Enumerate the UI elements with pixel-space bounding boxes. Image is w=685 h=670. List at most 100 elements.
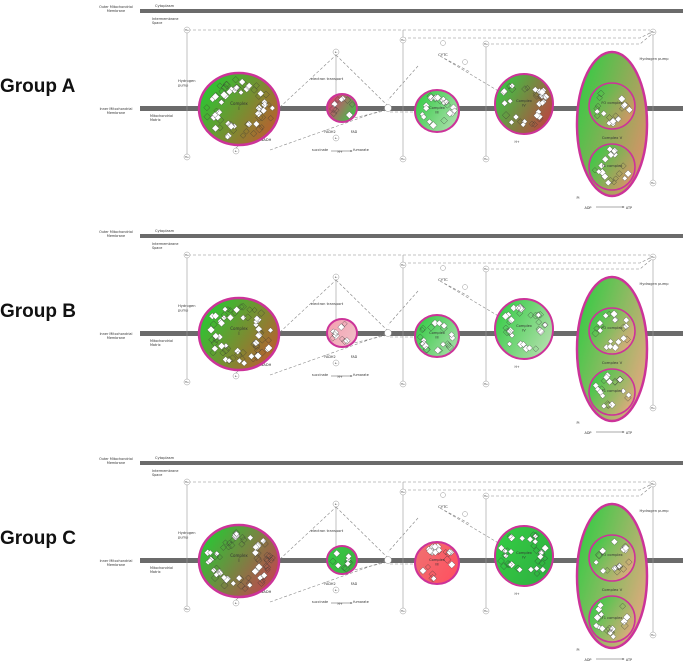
- complex-ii-subunit: [329, 104, 338, 113]
- complex-ii-subunit: [342, 564, 351, 573]
- complex-iii-subunit: [439, 324, 448, 333]
- complex-iv-label: IV: [522, 328, 526, 332]
- f1-complex-subunit: [591, 167, 598, 174]
- complex-iv-subunit: [539, 99, 546, 107]
- complex-i-subunit: [258, 124, 265, 131]
- fo-complex-subunit: [594, 108, 601, 115]
- complex-iii-subunit: [440, 322, 448, 330]
- complex-iv-label: Complex: [516, 551, 533, 555]
- complex-i-subunit: [222, 346, 230, 355]
- complex-ii[interactable]: [326, 318, 358, 348]
- f1-complex-subunit: [619, 162, 627, 170]
- complex-ii[interactable]: [326, 545, 358, 575]
- f1-complex-subunit: [620, 621, 629, 630]
- h-plus-node: H+: [649, 404, 657, 412]
- fo-complex-subunit: [620, 334, 628, 342]
- f1-complex[interactable]: [588, 368, 636, 416]
- complex-iv-subunit: [528, 120, 536, 127]
- fo-complex[interactable]: [588, 82, 636, 130]
- complex-i-subunit: [232, 529, 241, 537]
- complex-i-label: Complex: [230, 101, 248, 106]
- complex-i-subunit: [230, 580, 237, 587]
- complex-i-subunit: [239, 534, 246, 541]
- fad-label: FAD: [351, 130, 358, 134]
- complex-i-subunit: [220, 83, 229, 92]
- fo-complex-subunit: [611, 316, 619, 324]
- complex-i-subunit: [211, 124, 220, 133]
- f1-complex-subunit: [622, 613, 631, 622]
- f1-complex-subunit: [597, 601, 604, 609]
- complex-iii-subunit: [422, 345, 431, 354]
- intermembrane-label: Intermembrane: [152, 17, 178, 21]
- complex-i-label: I: [238, 106, 239, 111]
- complex-i-subunit: [220, 574, 228, 581]
- complex-i-subunit: [210, 567, 217, 574]
- complex-i-subunit: [227, 541, 236, 550]
- complex-iv-subunit: [507, 533, 516, 542]
- group-label: Group A: [0, 76, 76, 97]
- complex-i-subunit: [227, 307, 234, 314]
- complex-i-subunit: [211, 111, 219, 118]
- f1-complex-subunit: [604, 401, 612, 409]
- h-plus-node: H+: [399, 607, 407, 615]
- complex-iii-subunit: [426, 547, 434, 555]
- complex-iv-subunit: [501, 312, 510, 321]
- h-plus-label: H+: [337, 375, 342, 379]
- outer-membrane-label: Membrane: [107, 234, 125, 238]
- h-plus-label: H+: [337, 602, 342, 606]
- f1-complex-subunit: [596, 388, 604, 396]
- fo-complex-subunit: [622, 544, 630, 552]
- complex-ii-subunit: [333, 549, 341, 558]
- h-plus-node-label: H+: [484, 42, 488, 46]
- complex-iv-subunit: [521, 85, 529, 93]
- complex-ii[interactable]: [326, 93, 358, 123]
- complex-i-subunit: [219, 349, 227, 357]
- electron-node-label: e-: [235, 375, 238, 378]
- f1-complex-subunit: [608, 400, 616, 409]
- f1-complex-subunit: [592, 622, 600, 629]
- electron-node-label: e-: [335, 503, 338, 506]
- complex-i-subunit: [267, 115, 274, 122]
- complex-i-subunit: [211, 552, 219, 561]
- complex-i-subunit: [206, 557, 213, 564]
- succinate-label: succinate: [312, 148, 328, 152]
- f1-complex-subunit: [615, 170, 623, 178]
- fo-complex[interactable]: [588, 307, 636, 355]
- h-plus-label: H+: [514, 592, 519, 596]
- h-plus-node-label: H+: [484, 267, 488, 271]
- nadh-label: NADH: [261, 363, 272, 367]
- fo-complex-subunit: [595, 550, 603, 559]
- f1-complex-subunit: [610, 633, 617, 640]
- complex-i-label: Complex: [230, 553, 248, 558]
- complex-ii-subunit: [345, 553, 352, 560]
- h-plus-label: H+: [514, 140, 519, 144]
- f1-complex-subunit: [624, 169, 632, 178]
- intermembrane-label: Space: [152, 246, 162, 250]
- complex-iv-subunit: [506, 83, 513, 90]
- fo-complex-subunit: [593, 325, 600, 332]
- inner-membrane-label: Membrane: [107, 563, 125, 567]
- h-plus-node: H+: [482, 607, 490, 615]
- h-plus-node: H+: [183, 605, 191, 613]
- complex-i-subunit: [257, 578, 266, 587]
- complex-i-subunit: [255, 113, 264, 122]
- complex-iv-subunit: [506, 533, 513, 540]
- complex-i-subunit: [263, 563, 271, 572]
- intermembrane-label: Space: [152, 21, 162, 25]
- complex-iii-subunit: [443, 101, 451, 109]
- complex-iv-subunit: [533, 111, 541, 120]
